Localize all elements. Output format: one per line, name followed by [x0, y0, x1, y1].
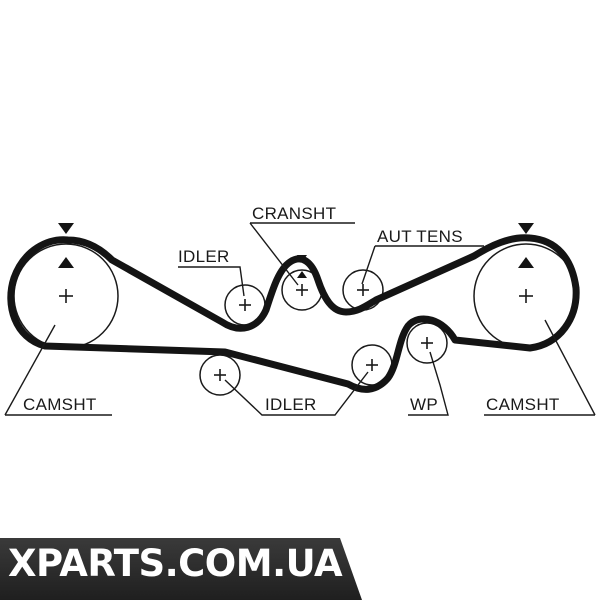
timing-mark-left-bottom — [58, 257, 74, 268]
leader-idler-bottom — [224, 371, 369, 416]
pulley-crankshaft — [281, 269, 323, 311]
label-camsht-left: CAMSHT — [23, 395, 97, 414]
watermark-text: XPARTS.COM.UA — [8, 542, 343, 585]
leader-idler-top — [178, 266, 245, 297]
watermark-banner — [0, 538, 362, 600]
label-aut-tens: AUT TENS — [377, 227, 463, 246]
leader-camsht-left — [4, 324, 56, 416]
leader-wp — [408, 351, 449, 416]
pulley-water-pump — [406, 322, 448, 364]
label-cranksht: CRANSHT — [252, 204, 336, 223]
label-wp: WP — [410, 395, 438, 414]
leader-aut-tens-to-pulley — [361, 245, 376, 285]
leader-camsht-right — [544, 319, 596, 416]
label-idler-top: IDLER — [178, 247, 230, 266]
timing-belt — [7, 234, 580, 393]
timing-mark-right-bottom — [518, 257, 534, 268]
timing-mark-left-top — [58, 223, 74, 234]
label-idler-bottom: IDLER — [265, 395, 317, 414]
timing-mark-right-top — [518, 223, 534, 234]
label-camsht-right: CAMSHT — [486, 395, 560, 414]
leader-cranksht-to-pulley — [249, 222, 299, 286]
timing-mark-crank — [297, 255, 307, 262]
timing-mark-crank-lower — [297, 271, 307, 278]
